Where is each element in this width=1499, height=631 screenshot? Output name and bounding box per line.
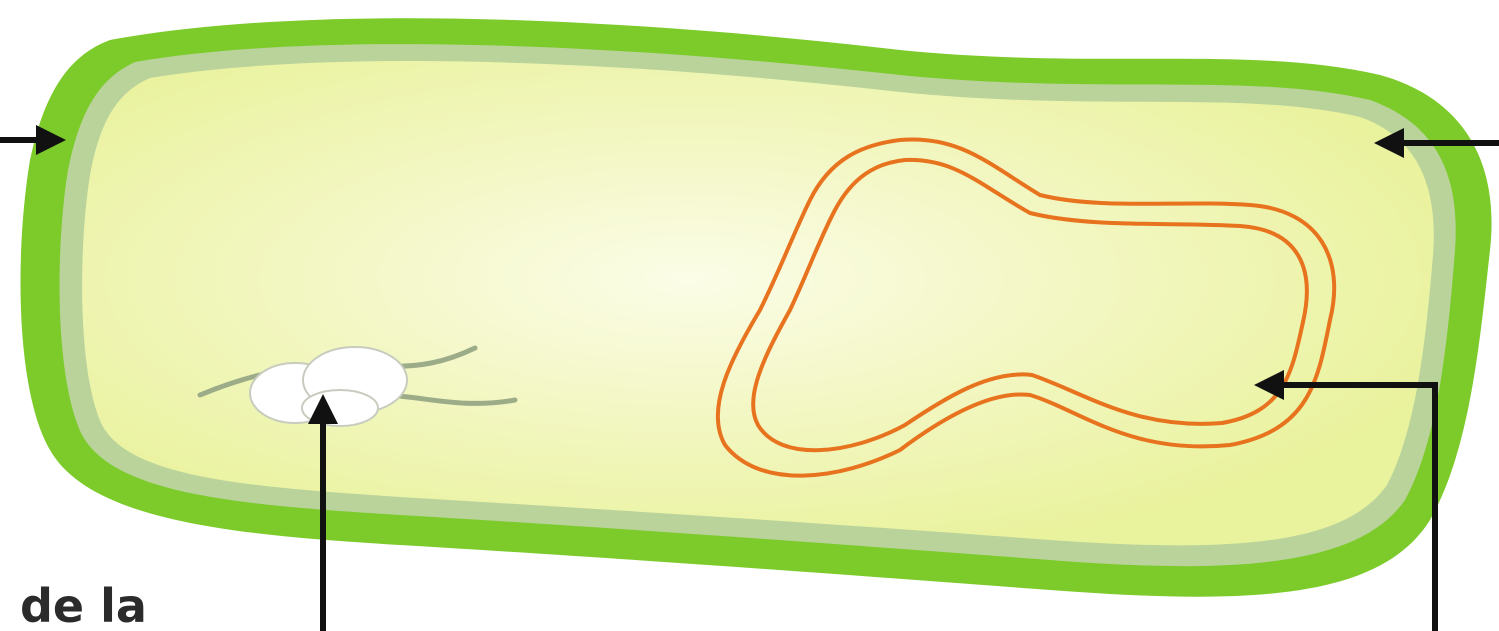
ribosome-bottom [302, 390, 378, 426]
cytoplasm [82, 61, 1434, 545]
cell-part-label-fragment: de la [20, 579, 147, 631]
